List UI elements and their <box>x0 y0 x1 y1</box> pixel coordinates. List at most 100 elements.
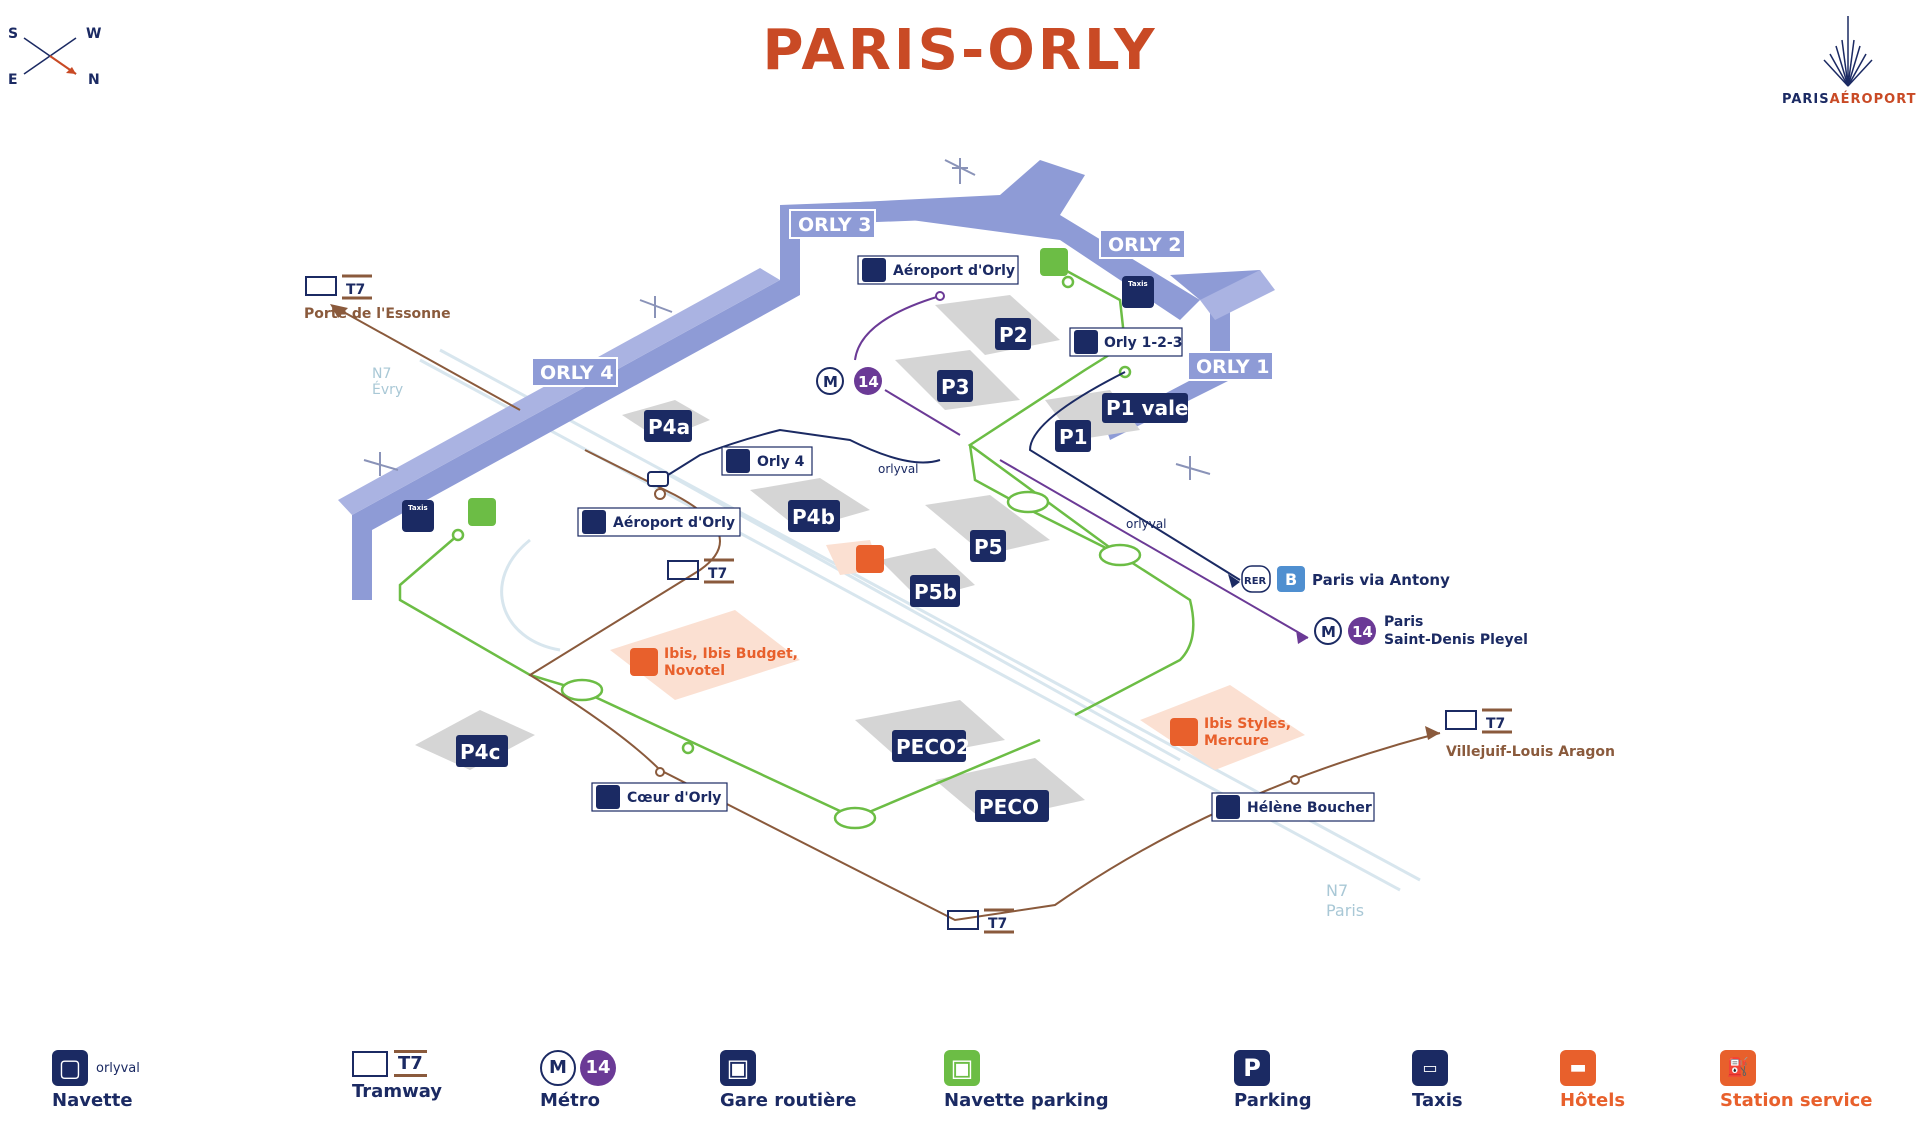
station-aeroport-orly-mid: Aéroport d'Orly <box>613 515 735 531</box>
station-helene-boucher: Hélène Boucher <box>1247 800 1372 816</box>
rer-badge: RER <box>1244 576 1267 587</box>
tram-label-t7-villejuif: T7 <box>1486 716 1505 732</box>
metro-14-route <box>854 291 1309 639</box>
legend-tramway: T7 Tramway <box>352 1050 442 1102</box>
metro-14-badge-dest: 14 <box>1352 623 1373 641</box>
hotel-label-2-line2: Mercure <box>1204 733 1269 749</box>
parking-peco: PECO <box>979 795 1039 819</box>
legend-navette-parking: ▣ Navette parking <box>944 1050 1109 1111</box>
logo-text-aeroport: AÉROPORT <box>1829 92 1917 107</box>
shuttle-bus-icon: ▣ <box>944 1050 980 1086</box>
parking-p2: P2 <box>999 323 1028 347</box>
station-aeroport-orly-top: Aéroport d'Orly <box>893 263 1015 279</box>
shuttle-stops <box>451 275 1142 830</box>
hotel-label-1-line1: Ibis, Ibis Budget, <box>664 646 798 662</box>
parking-p4a: P4a <box>648 415 690 439</box>
metro-destination-line1: Paris <box>1384 614 1423 630</box>
compass-south: S <box>8 26 19 42</box>
fuel-pump-icon: ⛽ <box>1720 1050 1756 1086</box>
legend-navette-label: Navette <box>52 1090 133 1111</box>
navette-icon: ▢ <box>52 1050 88 1086</box>
legend-hotels-label: Hôtels <box>1560 1090 1626 1111</box>
hotel-icon: ▬ <box>1560 1050 1596 1086</box>
parking-p5b: P5b <box>914 580 957 604</box>
parking-p5: P5 <box>974 535 1003 559</box>
legend-metro: M 14 Métro <box>540 1050 616 1111</box>
map-small-icons <box>402 248 1376 746</box>
terminal-label-orly3: ORLY 3 <box>798 214 872 236</box>
legend-t7-label: T7 <box>394 1050 427 1077</box>
taxis-label-orly4: Taxis <box>408 504 428 512</box>
legend-orlyval-label: orlyval <box>96 1060 140 1076</box>
legend-parking-label: Parking <box>1234 1090 1312 1111</box>
station-orly-123: Orly 1-2-3 <box>1104 335 1182 351</box>
tram-dest-villejuif: Villejuif-Louis Aragon <box>1446 744 1615 760</box>
metro-m-badge-dest: M <box>1321 623 1336 641</box>
road-n7-paris-1: N7 <box>1326 881 1348 900</box>
legend-gare-routiere: ▣ Gare routière <box>720 1050 856 1111</box>
tram-label-t7-essonne: T7 <box>346 282 365 298</box>
plane-icons <box>363 158 1211 480</box>
rer-b-badge: B <box>1285 570 1297 589</box>
road-n7-evry-2: Évry <box>372 381 403 398</box>
logo-text-paris: PARIS <box>1782 92 1830 107</box>
legend-navette: ▢ orlyval Navette <box>52 1050 140 1111</box>
parking-p4c: P4c <box>460 740 500 764</box>
airport-map: ORLY 3 ORLY 2 ORLY 1 ORLY 4 P2 P3 P1 P1 … <box>304 158 1615 934</box>
legend-taxis-label: Taxis <box>1412 1090 1463 1111</box>
taxi-icon: ▭ <box>1412 1050 1448 1086</box>
logo-emblem-icon <box>1823 16 1873 87</box>
legend-station-service: ⛽ Station service <box>1720 1050 1873 1111</box>
tram-label-t7-bottom: T7 <box>988 916 1007 932</box>
legend-metro-label: Métro <box>540 1090 600 1111</box>
orlyval-label-2: orlyval <box>1126 517 1167 531</box>
parking-p1: P1 <box>1059 425 1088 449</box>
legend-station-service-label: Station service <box>1720 1090 1873 1111</box>
legend-hotels: ▬ Hôtels <box>1560 1050 1625 1111</box>
tram-label-t7-mid: T7 <box>708 566 727 582</box>
legend-taxis: ▭ Taxis <box>1412 1050 1463 1111</box>
station-coeur-orly: Cœur d'Orly <box>627 790 721 806</box>
parking-p1-valet: P1 valet <box>1106 396 1198 420</box>
legend-gare-routiere-label: Gare routière <box>720 1090 857 1111</box>
orlyval-label-1: orlyval <box>878 462 919 476</box>
rer-destination: Paris via Antony <box>1312 571 1450 589</box>
terminal-label-orly4: ORLY 4 <box>540 362 614 384</box>
terminal-label-orly2: ORLY 2 <box>1108 234 1182 256</box>
compass-icon <box>23 37 77 75</box>
station-navette-icons <box>582 258 1240 819</box>
road-n7-paris-2: Paris <box>1326 901 1364 920</box>
station-orly-4: Orly 4 <box>757 454 805 470</box>
metro-m-icon: M <box>540 1050 576 1086</box>
parking-label-bg <box>456 318 1188 822</box>
parking-icon: P <box>1234 1050 1270 1086</box>
bus-icon: ▣ <box>720 1050 756 1086</box>
metro-14-icon: 14 <box>580 1050 616 1086</box>
orlyval-route <box>659 371 1241 581</box>
legend-parking: P Parking <box>1234 1050 1312 1111</box>
taxis-label-orly2: Taxis <box>1128 280 1148 288</box>
tram-dest-porte-essonne: Porte de l'Essonne <box>304 306 451 322</box>
metro-m-badge: M <box>823 373 838 391</box>
terminal-label-orly1: ORLY 1 <box>1196 356 1270 378</box>
hotel-label-2-line1: Ibis Styles, <box>1204 716 1291 732</box>
paris-aeroport-logo: PARISAÉROPORT <box>1770 10 1920 120</box>
terminal-labels <box>531 209 1274 387</box>
parking-peco2: PECO2 <box>896 735 970 759</box>
parking-p4b: P4b <box>792 505 835 529</box>
compass: S W E N <box>6 26 106 96</box>
compass-north: N <box>88 72 100 88</box>
road-n7-evry-1: N7 <box>372 366 391 382</box>
compass-west: W <box>86 26 102 42</box>
parking-p3: P3 <box>941 375 970 399</box>
compass-east: E <box>8 72 18 88</box>
map-title: PARIS-ORLY <box>762 18 1158 83</box>
hotel-label-1-line2: Novotel <box>664 663 725 679</box>
tram-t7-route <box>339 309 1441 922</box>
metro-14-badge: 14 <box>858 373 879 391</box>
tram-stop-icons <box>305 274 1512 934</box>
tram-icon <box>352 1050 388 1077</box>
legend-navette-parking-label: Navette parking <box>944 1090 1109 1111</box>
metro-destination-line2: Saint-Denis Pleyel <box>1384 632 1528 648</box>
legend-tramway-label: Tramway <box>352 1081 443 1102</box>
